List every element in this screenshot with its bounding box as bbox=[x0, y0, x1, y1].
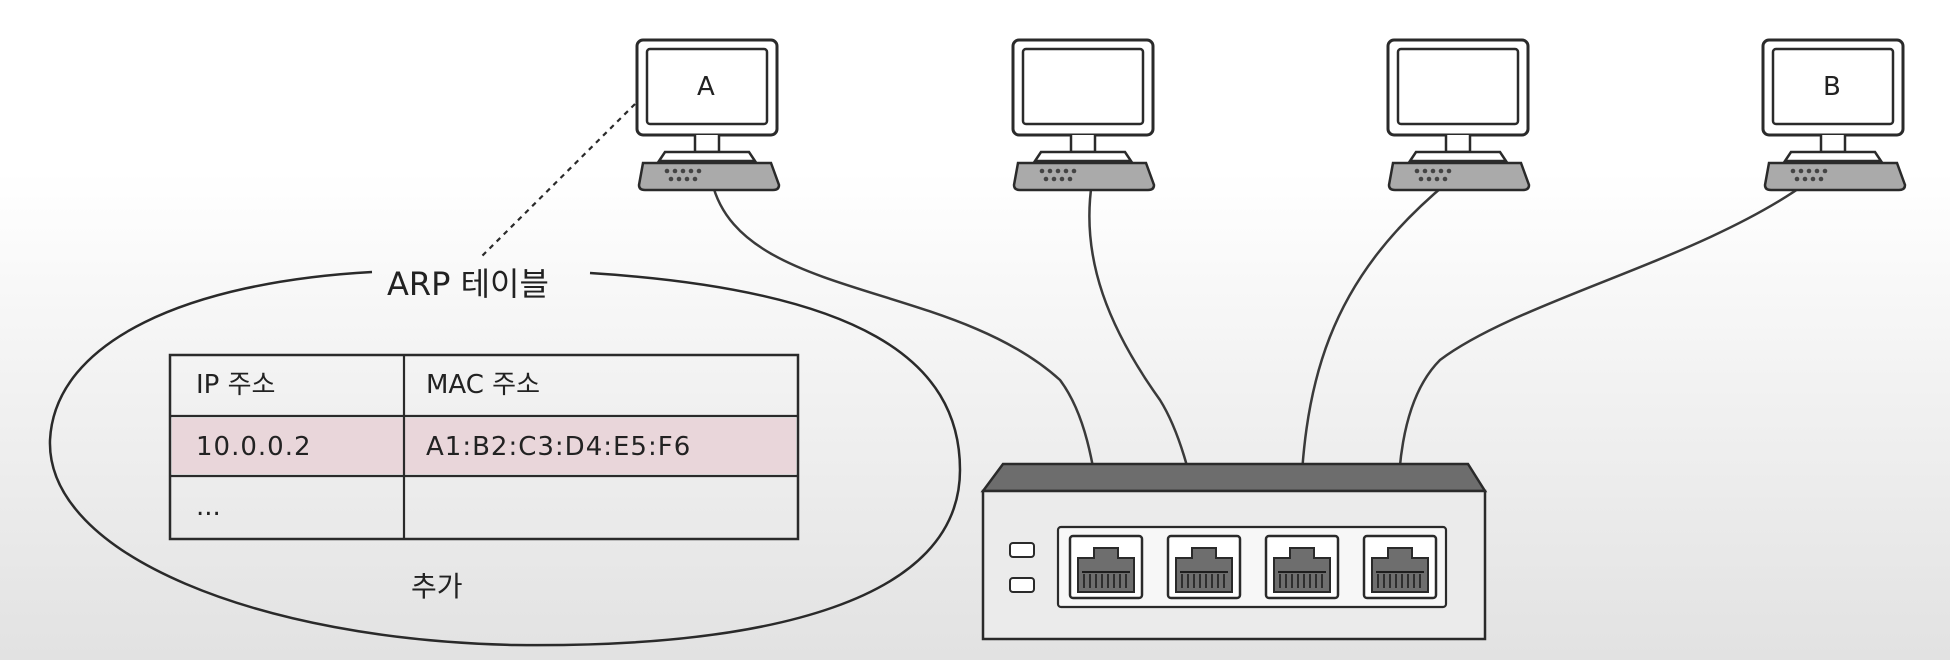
arp-table-bubble bbox=[48, 270, 962, 647]
arp-table-title: ARP 테이블 bbox=[387, 265, 549, 303]
computer-3 bbox=[1386, 38, 1531, 192]
ethernet-port-icon bbox=[1068, 534, 1144, 600]
row-1-mac: A1:B2:C3:D4:E5:F6 bbox=[426, 432, 692, 462]
dashed-connector bbox=[479, 103, 636, 259]
arp-caption-add: 추가 bbox=[411, 570, 463, 603]
computer-b bbox=[1761, 38, 1907, 192]
keyboard-icon bbox=[1763, 161, 1907, 192]
switch-led-2 bbox=[1009, 577, 1035, 593]
computer-b-label: B bbox=[1823, 72, 1841, 102]
ethernet-port-icon bbox=[1166, 534, 1242, 600]
ethernet-port-icon bbox=[1264, 534, 1340, 600]
header-mac: MAC 주소 bbox=[426, 370, 541, 400]
ethernet-port-icon bbox=[1362, 534, 1438, 600]
keyboard-icon bbox=[637, 161, 781, 192]
computer-a bbox=[635, 38, 781, 192]
computer-2 bbox=[1011, 38, 1156, 192]
arp-table bbox=[168, 353, 800, 541]
network-switch-icon bbox=[980, 462, 1488, 641]
row-1-ip: 10.0.0.2 bbox=[196, 432, 312, 462]
computer-icon bbox=[1011, 38, 1155, 163]
computer-icon bbox=[1386, 38, 1530, 163]
keyboard-icon bbox=[1012, 161, 1156, 192]
arp-row-highlight bbox=[172, 418, 796, 474]
header-ip: IP 주소 bbox=[196, 370, 276, 400]
switch-led-1 bbox=[1009, 542, 1035, 558]
computer-a-label: A bbox=[697, 72, 715, 102]
keyboard-icon bbox=[1387, 161, 1531, 192]
row-2-ip: ... bbox=[196, 492, 221, 522]
